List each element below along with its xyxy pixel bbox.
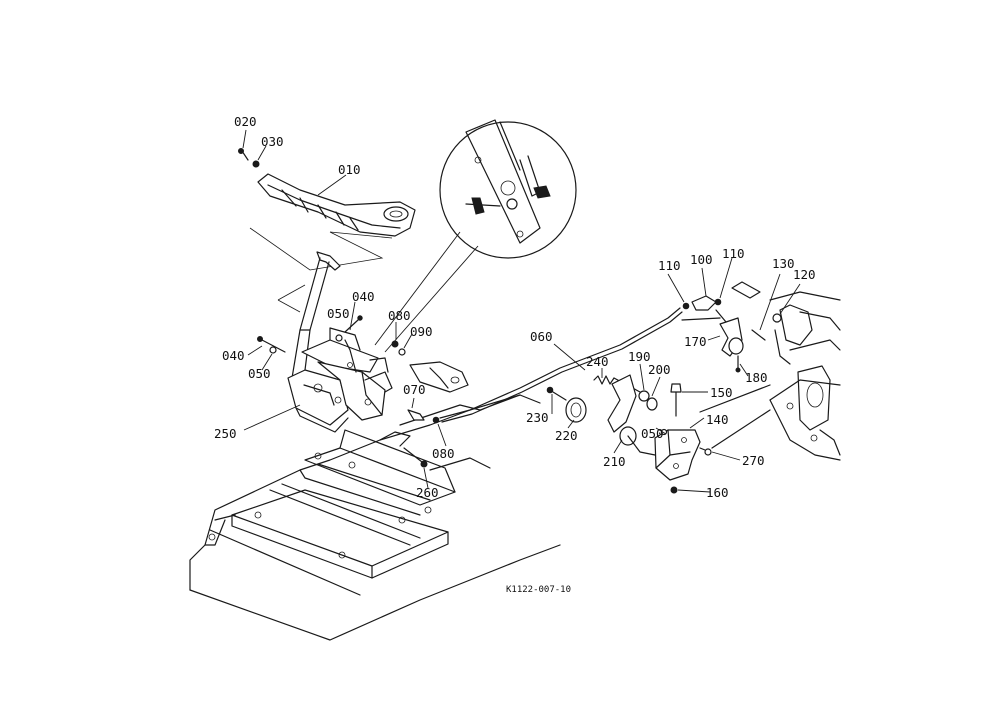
- pin-110-left: [682, 302, 690, 310]
- clip-090: [398, 348, 406, 356]
- label-120: 120: [793, 267, 816, 282]
- label-010: 010: [338, 162, 361, 177]
- label-140: 140: [706, 412, 729, 427]
- frame-floor: [189, 394, 561, 641]
- label-160: 160: [706, 485, 729, 500]
- bolt-180: [735, 355, 741, 373]
- label-170: 170: [684, 334, 707, 349]
- label-200: 200: [648, 362, 671, 377]
- pedal-arm: [277, 251, 341, 379]
- washer-050-left: [269, 346, 277, 354]
- bolt-150: [670, 383, 682, 417]
- bolt-260: [403, 447, 428, 468]
- bracket-140: [654, 429, 701, 481]
- label-040-left: 040: [222, 348, 245, 363]
- pin-080-upper: [391, 340, 399, 348]
- label-040-upper: 040: [352, 289, 375, 304]
- bolt-020: [238, 148, 249, 161]
- pedal-bracket-250: [287, 327, 393, 433]
- label-070: 070: [403, 382, 426, 397]
- label-190: 190: [628, 349, 651, 364]
- label-110-left: 110: [658, 258, 681, 273]
- label-220: 220: [555, 428, 578, 443]
- joint-100: [691, 295, 717, 311]
- label-240: 240: [586, 354, 609, 369]
- pin-110-right: [714, 298, 722, 306]
- nut-030: [252, 160, 260, 168]
- transmission-case: [681, 291, 841, 461]
- label-050-center: 050: [641, 426, 664, 441]
- label-020: 020: [234, 114, 257, 129]
- label-110-right: 110: [722, 246, 745, 261]
- bushing-220: [565, 397, 587, 423]
- part-labels: 020 030 010 040 050 040 050 080 090 250 …: [214, 114, 816, 595]
- pin-070: [407, 409, 425, 421]
- rod-130: [731, 281, 766, 341]
- label-080-lower: 080: [432, 446, 455, 461]
- bolt-040-upper: [344, 315, 363, 333]
- label-260: 260: [416, 485, 439, 500]
- pin-080-lower: [432, 416, 440, 424]
- label-230: 230: [526, 410, 549, 425]
- detail-inset: [374, 119, 577, 353]
- washer-200: [646, 397, 658, 411]
- label-210: 210: [603, 454, 626, 469]
- label-060: 060: [530, 329, 553, 344]
- nut-160: [670, 486, 678, 494]
- arm-210: [607, 374, 656, 456]
- bolt-040-left: [257, 336, 286, 353]
- bolt-230: [546, 386, 567, 401]
- clevis: [409, 361, 469, 393]
- label-050-left: 050: [248, 366, 271, 381]
- label-150: 150: [710, 385, 733, 400]
- washer-120: [772, 313, 782, 323]
- brake-pedal-pad-010: [249, 173, 416, 271]
- label-080-upper: 080: [388, 308, 411, 323]
- label-180: 180: [745, 370, 768, 385]
- brake-rod-060: [439, 307, 683, 423]
- washer-050-upper: [335, 334, 343, 342]
- label-250: 250: [214, 426, 237, 441]
- label-050-upper: 050: [327, 306, 350, 321]
- label-030: 030: [261, 134, 284, 149]
- label-130: 130: [772, 256, 795, 271]
- label-270: 270: [742, 453, 765, 468]
- figure-code: K1122-007-10: [506, 585, 571, 595]
- label-090: 090: [410, 324, 433, 339]
- nut-190: [638, 390, 650, 402]
- leader-lines: [242, 129, 801, 493]
- label-100: 100: [690, 252, 713, 267]
- bolt-270: [699, 447, 712, 456]
- lever-170: [715, 309, 744, 357]
